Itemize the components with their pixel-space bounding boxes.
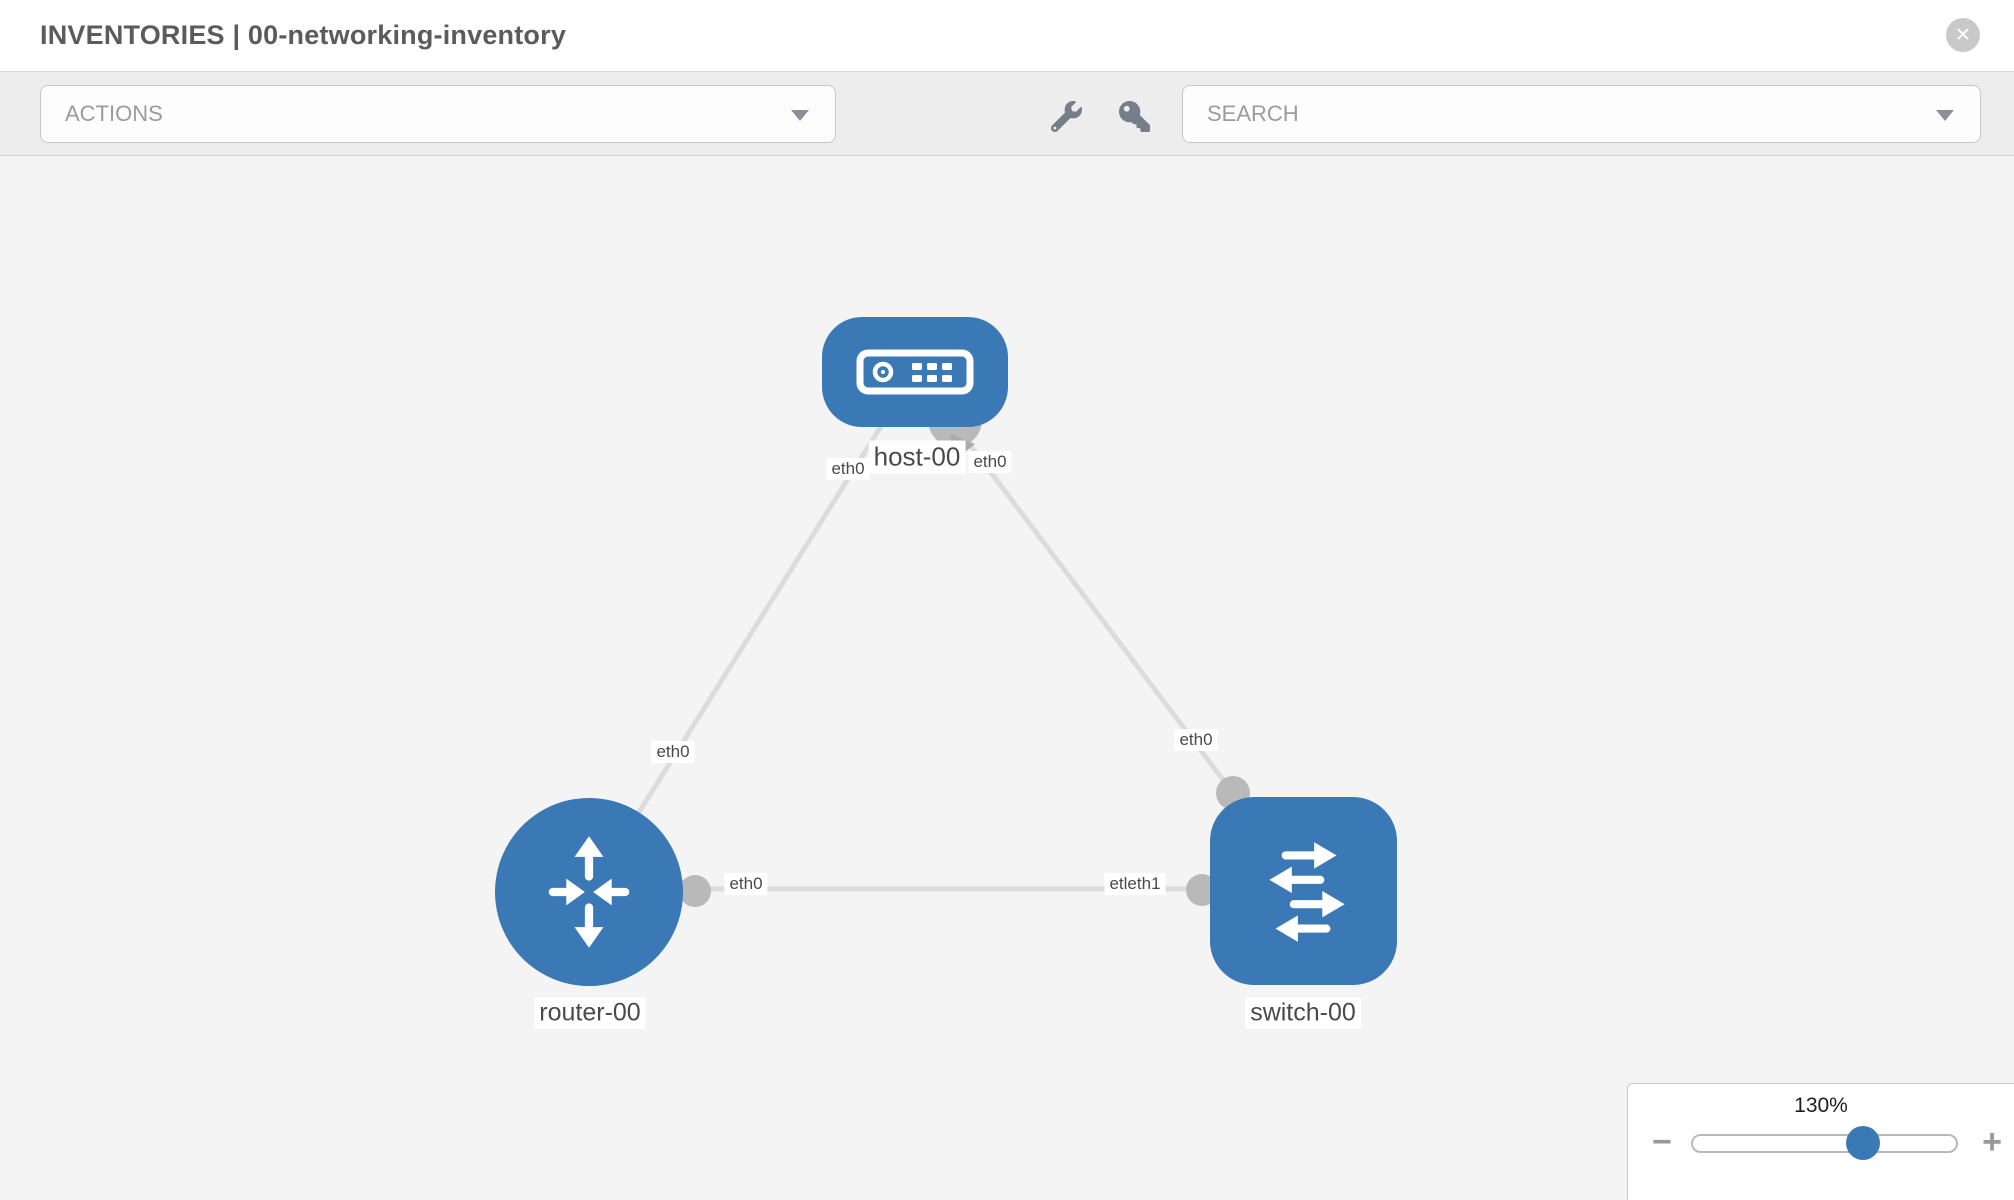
zoom-level: 130%	[1794, 1094, 1848, 1117]
node-host-00[interactable]	[822, 317, 1008, 427]
interface-label: eth0	[651, 741, 695, 763]
node-switch-00[interactable]	[1210, 797, 1397, 985]
interface-label: etleth1	[1104, 873, 1166, 895]
host-server-icon	[856, 349, 974, 395]
topology-canvas[interactable]: host-00 router-00 switch-00 eth0 eth0 et…	[0, 156, 2014, 1200]
page-title: INVENTORIES | 00-networking-inventory	[40, 20, 567, 50]
chevron-down-icon	[791, 110, 809, 121]
zoom-slider-thumb[interactable]	[1846, 1126, 1880, 1160]
node-label-router[interactable]: router-00	[534, 997, 646, 1029]
wrench-icon[interactable]	[1048, 98, 1084, 134]
router-icon	[548, 836, 630, 948]
port-router-eth0[interactable]	[679, 875, 711, 907]
search-dropdown[interactable]: SEARCH	[1182, 85, 1981, 143]
key-icon[interactable]	[1116, 98, 1152, 134]
node-label-switch[interactable]: switch-00	[1245, 997, 1361, 1029]
node-label-host[interactable]: host-00	[868, 440, 966, 474]
actions-dropdown[interactable]: ACTIONS	[40, 85, 836, 143]
zoom-out-button[interactable]: −	[1652, 1123, 1672, 1161]
header: INVENTORIES | 00-networking-inventory ✕	[0, 0, 2014, 71]
actions-dropdown-label: ACTIONS	[65, 101, 163, 126]
zoom-slider-track[interactable]	[1691, 1134, 1958, 1153]
interface-label: eth0	[724, 873, 768, 895]
close-icon[interactable]: ✕	[1946, 18, 1980, 52]
interface-label: eth0	[1174, 729, 1218, 751]
search-dropdown-label: SEARCH	[1207, 101, 1299, 126]
toolbar: ACTIONS SEARCH	[0, 71, 2014, 156]
interface-label: eth0	[968, 451, 1012, 473]
topology-links	[586, 370, 1303, 907]
zoom-in-button[interactable]: +	[1982, 1123, 2002, 1161]
switch-icon	[1268, 842, 1345, 942]
node-router-00[interactable]	[495, 798, 683, 986]
interface-label: eth0	[826, 458, 870, 480]
zoom-control-panel: 130% − +	[1627, 1083, 2014, 1200]
chevron-down-icon	[1936, 110, 1954, 121]
